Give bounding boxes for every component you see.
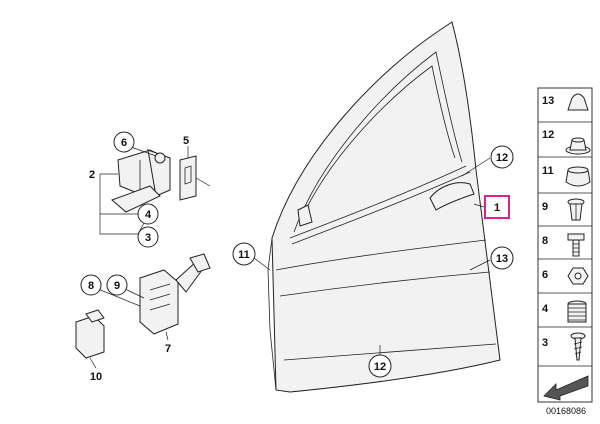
legend-label-12: 12 xyxy=(542,129,554,141)
part-number-3: 3 xyxy=(145,232,151,244)
screw-icon xyxy=(570,332,586,361)
part-number-5[interactable]: 5 xyxy=(183,135,189,147)
hinge-assembly[interactable] xyxy=(111,149,171,213)
threaded-insert-icon xyxy=(567,300,587,323)
part-number-10[interactable]: 10 xyxy=(90,371,102,383)
part-number-4: 4 xyxy=(145,209,152,221)
legend-label-4: 4 xyxy=(542,303,549,315)
legend-label-11: 11 xyxy=(542,165,554,177)
legend-label-3: 3 xyxy=(542,337,548,349)
legend-item-6[interactable]: 6 xyxy=(542,267,589,285)
part-number-9: 9 xyxy=(114,280,120,292)
callout-4[interactable]: 4 xyxy=(137,203,159,225)
legend-item-12[interactable]: 12 xyxy=(542,129,591,155)
hinge-shim-part-5[interactable] xyxy=(179,155,197,201)
legend-item-3[interactable]: 3 xyxy=(542,332,586,361)
legend-footer xyxy=(543,375,589,401)
legend-item-4[interactable]: 4 xyxy=(542,300,587,323)
bump-stop-icon xyxy=(567,93,589,111)
fastener-legend: 13 12 11 9 xyxy=(537,87,593,403)
part-number-11: 11 xyxy=(238,249,250,261)
callout-8[interactable]: 8 xyxy=(80,274,102,296)
callout-9[interactable]: 9 xyxy=(106,274,128,296)
legend-item-9[interactable]: 9 xyxy=(542,198,585,221)
legend-label-6: 6 xyxy=(542,269,548,281)
part-number-12-top: 12 xyxy=(496,152,508,164)
callout-labels: 6 4 3 8 9 11 12 12 xyxy=(80,131,514,383)
legend-item-8[interactable]: 8 xyxy=(542,233,585,257)
part-number-1: 1 xyxy=(494,202,500,214)
rubber-buffer-icon xyxy=(565,166,591,187)
legend-item-11[interactable]: 11 xyxy=(542,165,591,187)
part-number-8: 8 xyxy=(88,280,94,292)
callout-6[interactable]: 6 xyxy=(113,131,135,153)
grommet-icon xyxy=(565,137,591,155)
door-check-cover-part-10[interactable] xyxy=(75,309,105,359)
callout-3[interactable]: 3 xyxy=(137,226,159,248)
door-shell[interactable] xyxy=(267,21,501,393)
drawing-number: 00168086 xyxy=(546,406,586,416)
door-check-assembly[interactable] xyxy=(139,253,211,335)
part-number-12-bottom: 12 xyxy=(374,361,386,373)
legend-label-8: 8 xyxy=(542,235,548,247)
callout-1-highlighted[interactable]: 1 xyxy=(484,195,510,219)
part-number-13: 13 xyxy=(496,253,508,265)
legend-label-9: 9 xyxy=(542,201,548,213)
callout-11[interactable]: 11 xyxy=(232,242,256,266)
legend-item-13[interactable]: 13 xyxy=(542,93,589,111)
callout-12-bottom[interactable]: 12 xyxy=(368,354,392,378)
hex-nut-icon xyxy=(567,267,589,285)
part-number-7[interactable]: 7 xyxy=(165,343,171,355)
expanding-rivet-icon xyxy=(567,198,585,221)
arrow-icon xyxy=(543,375,589,401)
part-number-6: 6 xyxy=(121,137,127,149)
hex-bolt-icon xyxy=(567,233,585,257)
callout-12-top[interactable]: 12 xyxy=(490,145,514,169)
legend-label-13: 13 xyxy=(542,95,554,107)
part-number-2[interactable]: 2 xyxy=(89,169,95,181)
callout-13[interactable]: 13 xyxy=(490,246,514,270)
